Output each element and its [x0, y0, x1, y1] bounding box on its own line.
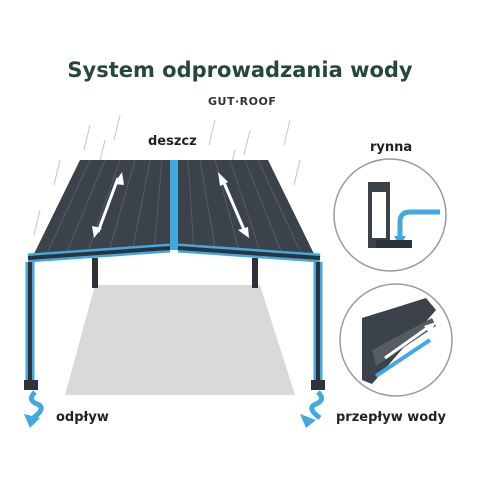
flow-arrowheads	[35, 172, 249, 376]
gutter-profile-inner	[372, 192, 386, 238]
page-title: System odprowadzania wody	[67, 58, 413, 82]
water-splash-icon	[29, 390, 44, 421]
back-post-left	[92, 258, 98, 288]
label-gutter: rynna	[370, 140, 413, 155]
label-drain: odpływ	[56, 410, 109, 425]
post-right-foot	[311, 380, 325, 390]
back-post-right	[252, 258, 258, 288]
label-water-flow: przepływ wody	[336, 410, 446, 425]
front-frame	[27, 246, 321, 385]
flow-profile-channel	[372, 318, 436, 366]
label-rain: deszcz	[148, 134, 197, 149]
post-left-foot	[24, 380, 38, 390]
flow-detail-arrow	[384, 324, 431, 360]
gutter-base	[376, 240, 412, 248]
splash-arrow-left	[24, 414, 40, 428]
water-splash-right-icon	[309, 390, 324, 421]
flow-detail-arrowhead	[424, 322, 436, 334]
center-gutter	[170, 160, 178, 250]
brand-logo: GUT·ROOF	[208, 95, 277, 108]
splash-arrow-right	[300, 414, 316, 428]
flow-detail-water	[374, 338, 432, 378]
gutter-flow-arrow	[397, 209, 440, 238]
flow-arrow-icon	[38, 177, 247, 370]
floor-shadow	[65, 285, 295, 395]
